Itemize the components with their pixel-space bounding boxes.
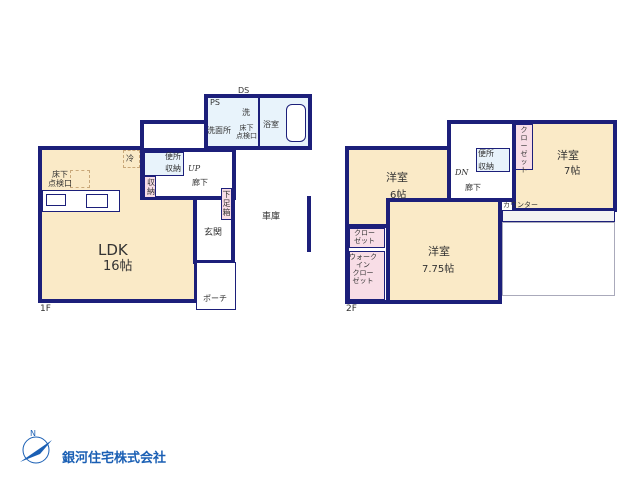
stove-icon xyxy=(46,194,66,206)
balcony xyxy=(502,222,615,296)
hall2-label: 廊下 xyxy=(465,183,481,192)
counter xyxy=(502,210,615,222)
up-label: UP xyxy=(188,164,201,173)
toilet2-label: 便所 xyxy=(478,149,494,158)
ds-label: DS xyxy=(238,86,250,95)
storage-1f xyxy=(144,176,156,198)
room6-label: 洋室 xyxy=(386,171,408,184)
shoe-cabinet xyxy=(221,188,232,220)
garage-label: 車庫 xyxy=(262,212,281,222)
toilet-1f xyxy=(144,152,184,176)
bathtub xyxy=(286,104,306,142)
toilet-2f xyxy=(476,148,510,172)
floor-hatch-wash-label: 床下 点検口 xyxy=(236,124,257,141)
closet-7 xyxy=(515,124,533,170)
ps-label: PS xyxy=(210,98,220,107)
storage-label: 収納 xyxy=(147,178,155,197)
divider xyxy=(258,98,260,146)
room7-label: 洋室 xyxy=(557,149,579,162)
closet7-label: クローゼット xyxy=(520,126,528,175)
company-logo: 銀河住宅株式会社 xyxy=(62,451,167,466)
porch-label: ポーチ xyxy=(203,294,227,303)
toilet-label: 便所 xyxy=(165,152,181,161)
compass-icon: N xyxy=(20,429,52,464)
toilet-storage-label: 収納 xyxy=(165,164,181,173)
closet6-label: クロー ゼット xyxy=(354,229,375,246)
room6-size: 6帖 xyxy=(390,190,407,201)
entrance-area xyxy=(193,196,235,264)
washer-label: 洗 xyxy=(242,108,250,117)
sink-icon xyxy=(86,194,108,208)
entrance-label: 玄関 xyxy=(204,228,223,238)
floor-label-1f: 1F xyxy=(40,304,51,314)
north-label: N xyxy=(30,429,36,438)
storage2-label: 収納 xyxy=(478,162,494,171)
ldk-room xyxy=(38,194,198,303)
walk-in-closet xyxy=(349,251,385,300)
floor-hatch-ldk-label: 床下 点検口 xyxy=(48,170,72,189)
kitchen-counter xyxy=(42,190,120,212)
dn-label: DN xyxy=(455,168,469,177)
floor-label-2f: 2F xyxy=(346,304,357,314)
floor-hatch-ldk xyxy=(70,170,90,188)
counter-label: カウンター xyxy=(503,201,538,209)
wic-label: ウォーク イン クロー ゼット xyxy=(349,253,377,286)
porch-area xyxy=(196,262,236,310)
hall-label: 廊下 xyxy=(192,178,208,187)
ldk-label: LDK xyxy=(98,241,128,259)
bath-label: 浴室 xyxy=(263,120,279,129)
closet-6 xyxy=(349,228,385,248)
ldk-size: 16帖 xyxy=(103,259,133,274)
washroom-label: 洗面所 xyxy=(207,126,231,135)
fridge-label: 冷 xyxy=(126,154,134,163)
room775-size: 7.75帖 xyxy=(422,264,455,275)
fridge-space xyxy=(123,150,140,168)
garage-wall xyxy=(307,196,311,252)
room775-label: 洋室 xyxy=(428,245,450,258)
shoe-cabinet-label: 下足箱 xyxy=(222,190,231,218)
room7-size: 7帖 xyxy=(564,166,581,177)
